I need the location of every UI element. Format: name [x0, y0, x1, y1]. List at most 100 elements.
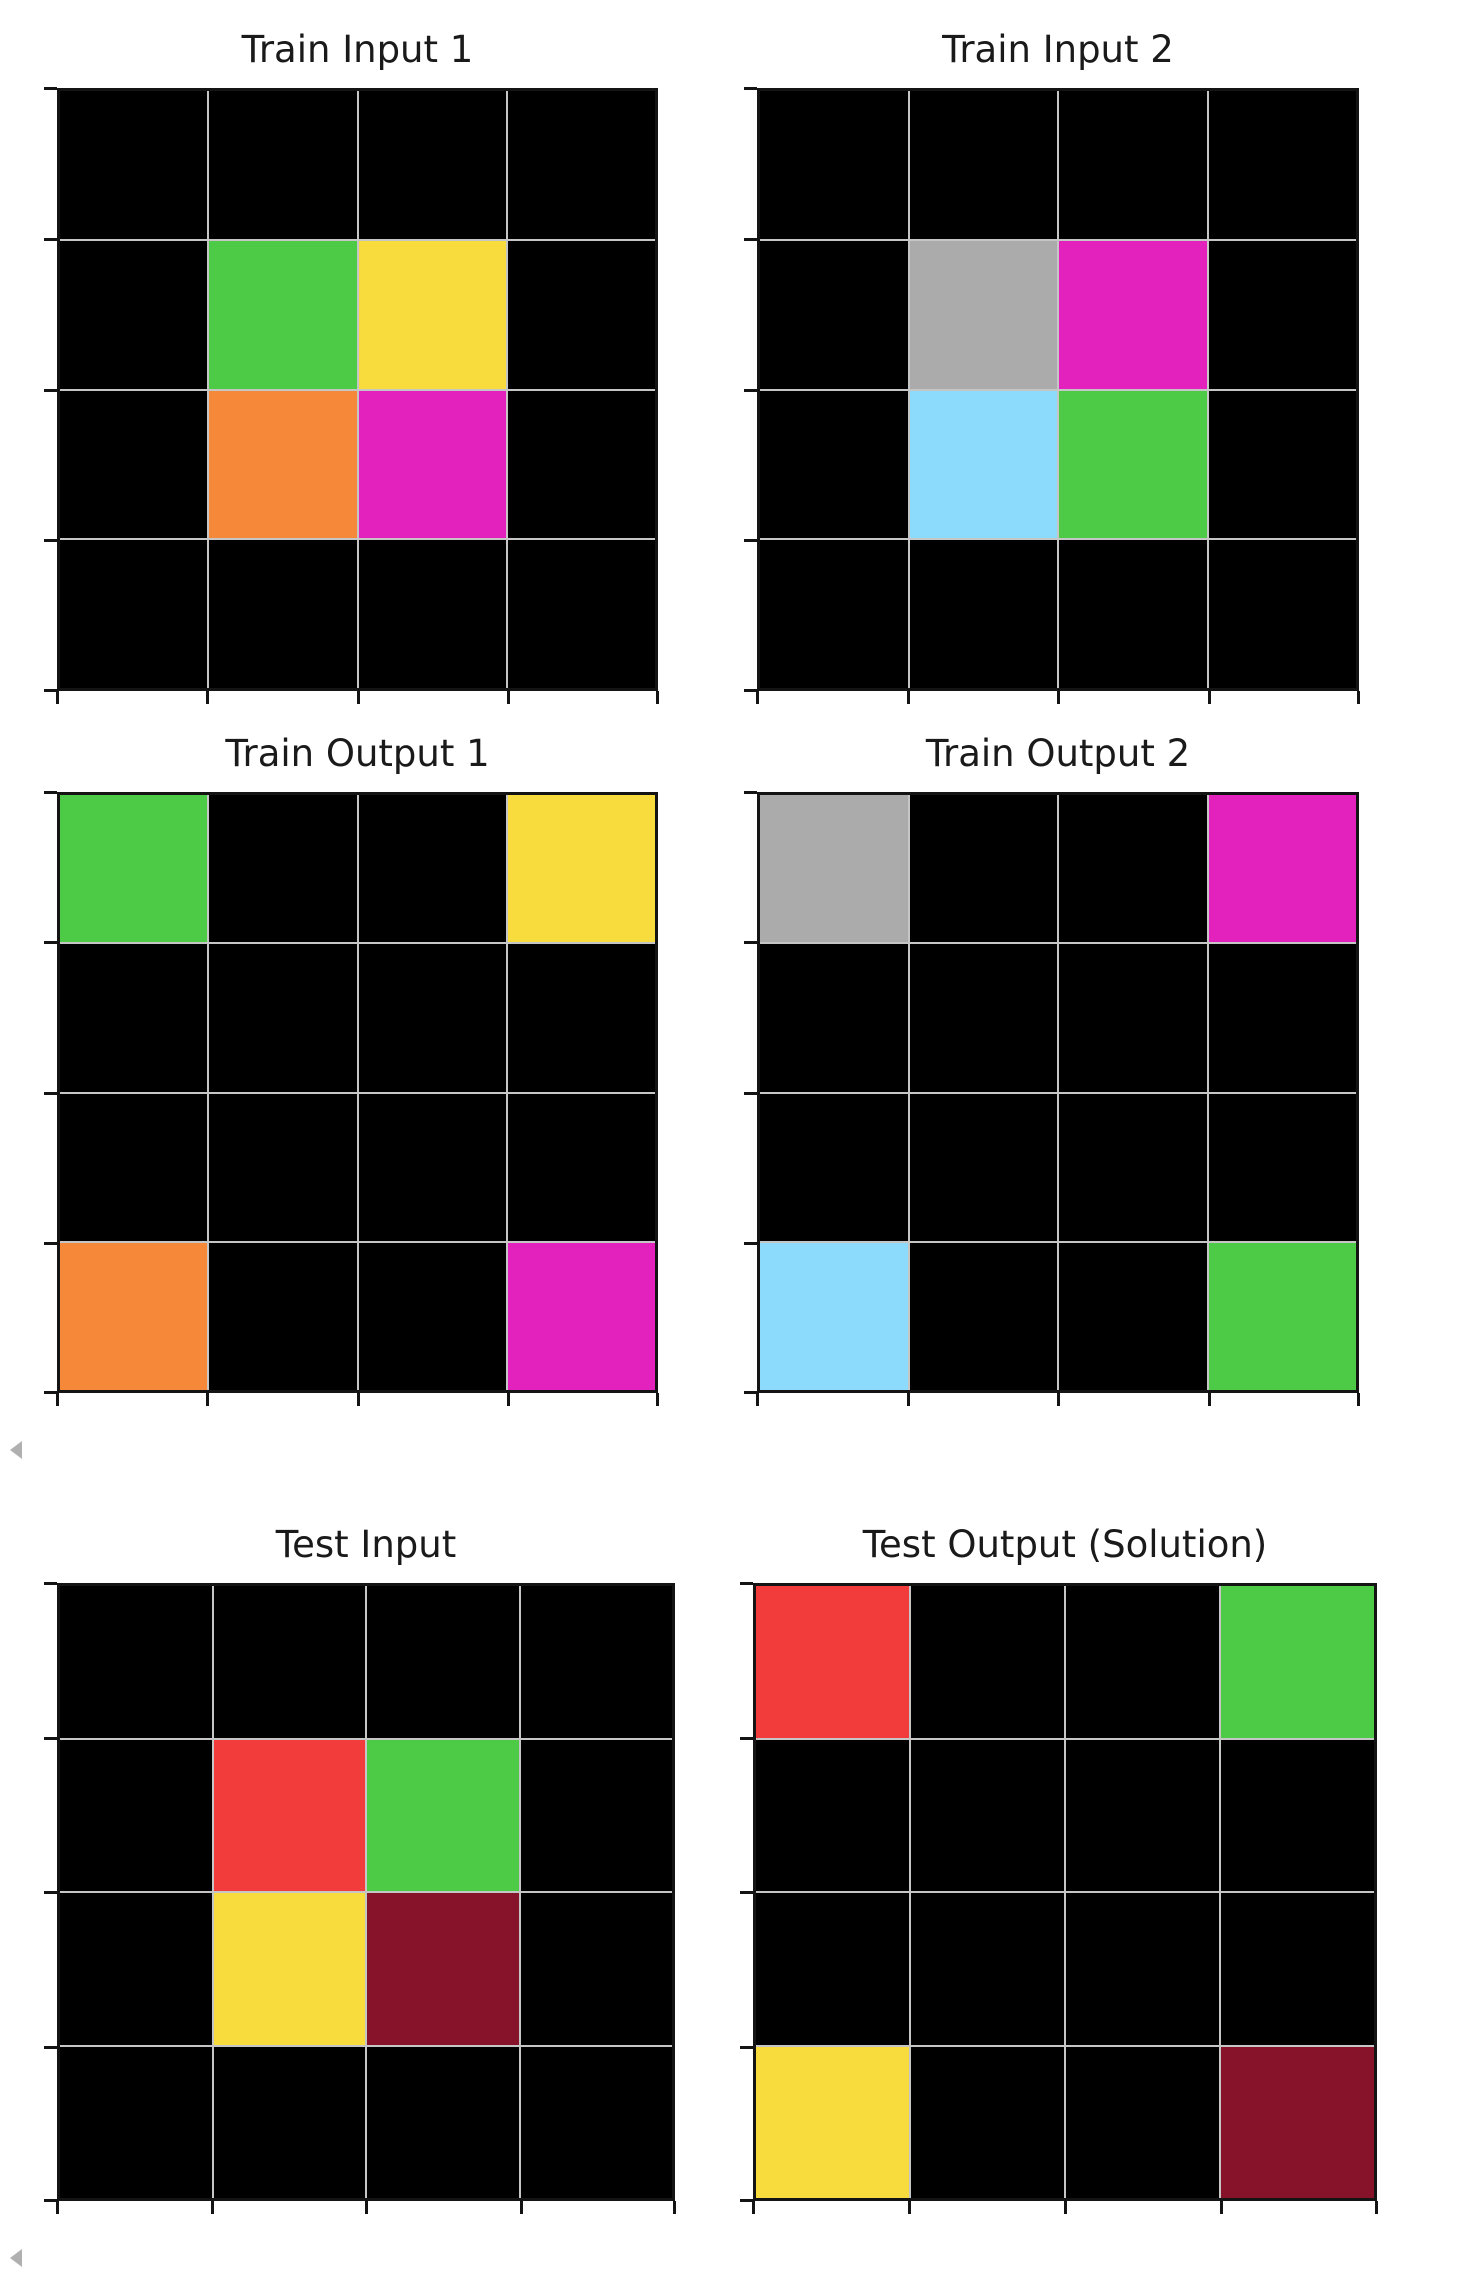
- grid-cell-r2-c1: [911, 1893, 1064, 2045]
- x-axis-tick: [1375, 2201, 1378, 2214]
- grid-train-input-2: [757, 88, 1359, 691]
- x-axis-tick: [357, 1393, 360, 1406]
- grid-cell-r2-c2: [358, 1093, 506, 1241]
- grid-cell-r2-c1: [909, 1093, 1057, 1241]
- grid-train-output-2: [757, 792, 1359, 1393]
- y-axis-tick: [44, 1242, 57, 1245]
- x-axis-tick: [1057, 691, 1060, 704]
- y-axis-tick: [740, 1891, 753, 1894]
- grid-cell-r1-c1: [909, 944, 1057, 1092]
- x-axis-tick: [656, 691, 659, 704]
- grid-train-input-1: [57, 88, 658, 691]
- y-axis-tick: [744, 87, 757, 90]
- x-axis-tick: [756, 691, 759, 704]
- panel-title-test-output-solution: Test Output (Solution): [862, 1523, 1268, 1566]
- grid-cell-r2-c0: [756, 1893, 909, 2045]
- grid-cell-r0-c0: [60, 1586, 212, 1738]
- y-axis-tick: [740, 2199, 753, 2202]
- grid-cell-r2-c0: [760, 390, 908, 539]
- grid-cell-r1-c3: [507, 240, 655, 389]
- grid-cell-r2-c1: [909, 390, 1057, 539]
- x-axis-tick: [907, 1393, 910, 1406]
- x-axis-tick: [1220, 2201, 1223, 2214]
- grid-cell-r3-c1: [909, 1242, 1057, 1390]
- y-axis-tick: [744, 941, 757, 944]
- grid-cell-r2-c3: [520, 1893, 672, 2045]
- grid-cell-r0-c3: [507, 91, 655, 239]
- grid-cell-r1-c0: [60, 1739, 212, 1891]
- y-axis-tick: [744, 1242, 757, 1245]
- grid-cell-r0-c0: [60, 91, 208, 239]
- grid-cell-r0-c2: [1059, 91, 1207, 239]
- panel-train-output-1: Train Output 1: [44, 732, 659, 1406]
- grid-cell-r1-c1: [909, 240, 1057, 389]
- x-axis-tick: [756, 1393, 759, 1406]
- grid-cell-r2-c1: [213, 1893, 365, 2045]
- grid-cell-r0-c2: [1066, 1586, 1219, 1738]
- y-axis-tick: [744, 389, 757, 392]
- y-axis-tick: [44, 539, 57, 542]
- grid-cell-r0-c0: [756, 1586, 909, 1738]
- grid-cell-r2-c0: [60, 1093, 208, 1241]
- y-axis-tick: [744, 689, 757, 692]
- grid-cell-r3-c3: [1208, 1242, 1356, 1390]
- x-axis-tick: [520, 2201, 523, 2214]
- grid-cell-r1-c3: [1208, 240, 1356, 389]
- x-axis-tick: [56, 2201, 59, 2214]
- grid-cell-r0-c3: [520, 1586, 672, 1738]
- grid-cell-r1-c2: [1059, 944, 1207, 1092]
- grid-cell-r3-c1: [209, 540, 357, 688]
- y-axis-tick: [740, 1737, 753, 1740]
- x-axis-tick: [1208, 1393, 1211, 1406]
- grid-cell-r1-c0: [60, 240, 208, 389]
- output-collapse-arrow-icon[interactable]: [10, 2249, 22, 2267]
- grid-cell-r0-c1: [209, 795, 357, 943]
- x-axis-tick: [1057, 1393, 1060, 1406]
- grid-cell-r3-c2: [1066, 2046, 1219, 2198]
- y-axis-tick: [44, 1092, 57, 1095]
- grid-cell-r3-c2: [367, 2046, 519, 2198]
- panel-test-input: Test Input: [44, 1523, 676, 2214]
- grid-cell-r0-c0: [760, 795, 908, 943]
- grid-cell-r1-c2: [1066, 1739, 1219, 1891]
- y-axis-tick: [44, 689, 57, 692]
- grid-cell-r3-c2: [358, 1242, 506, 1390]
- y-axis-tick: [744, 1391, 757, 1394]
- x-axis-tick: [673, 2201, 676, 2214]
- grid-test-input: [57, 1583, 675, 2201]
- panel-train-output-2: Train Output 2: [744, 732, 1360, 1406]
- grid-cell-r0-c0: [760, 91, 908, 239]
- grid-cell-r0-c3: [1208, 795, 1356, 943]
- grid-cell-r2-c1: [209, 390, 357, 539]
- panel-title-test-input: Test Input: [275, 1523, 457, 1566]
- grid-cell-r1-c2: [358, 944, 506, 1092]
- y-axis-tick: [44, 1582, 57, 1585]
- grid-cell-r3-c1: [911, 2046, 1064, 2198]
- grid-cell-r0-c1: [909, 795, 1057, 943]
- y-axis-tick: [44, 389, 57, 392]
- y-axis-tick: [44, 238, 57, 241]
- grid-cell-r3-c0: [60, 1242, 208, 1390]
- y-axis-tick: [44, 1737, 57, 1740]
- grid-cell-r2-c3: [507, 390, 655, 539]
- x-axis-tick: [752, 2201, 755, 2214]
- x-axis-tick: [206, 691, 209, 704]
- grid-cell-r2-c3: [1208, 390, 1356, 539]
- grid-cell-r3-c3: [1221, 2046, 1374, 2198]
- grid-cell-r2-c3: [507, 1093, 655, 1241]
- grid-cell-r3-c1: [209, 1242, 357, 1390]
- panel-title-train-input-2: Train Input 2: [942, 28, 1174, 71]
- grid-cell-r1-c2: [367, 1739, 519, 1891]
- x-axis-tick: [56, 1393, 59, 1406]
- grid-cell-r2-c2: [358, 390, 506, 539]
- panel-title-train-output-2: Train Output 2: [925, 732, 1191, 775]
- grid-cell-r1-c2: [358, 240, 506, 389]
- grid-cell-r3-c3: [520, 2046, 672, 2198]
- panel-title-train-input-1: Train Input 1: [241, 28, 474, 71]
- output-collapse-arrow-icon[interactable]: [10, 1441, 22, 1459]
- grid-cell-r3-c2: [1059, 1242, 1207, 1390]
- panel-train-input-2: Train Input 2: [744, 28, 1360, 704]
- x-axis-tick: [1357, 691, 1360, 704]
- x-axis-tick: [206, 1393, 209, 1406]
